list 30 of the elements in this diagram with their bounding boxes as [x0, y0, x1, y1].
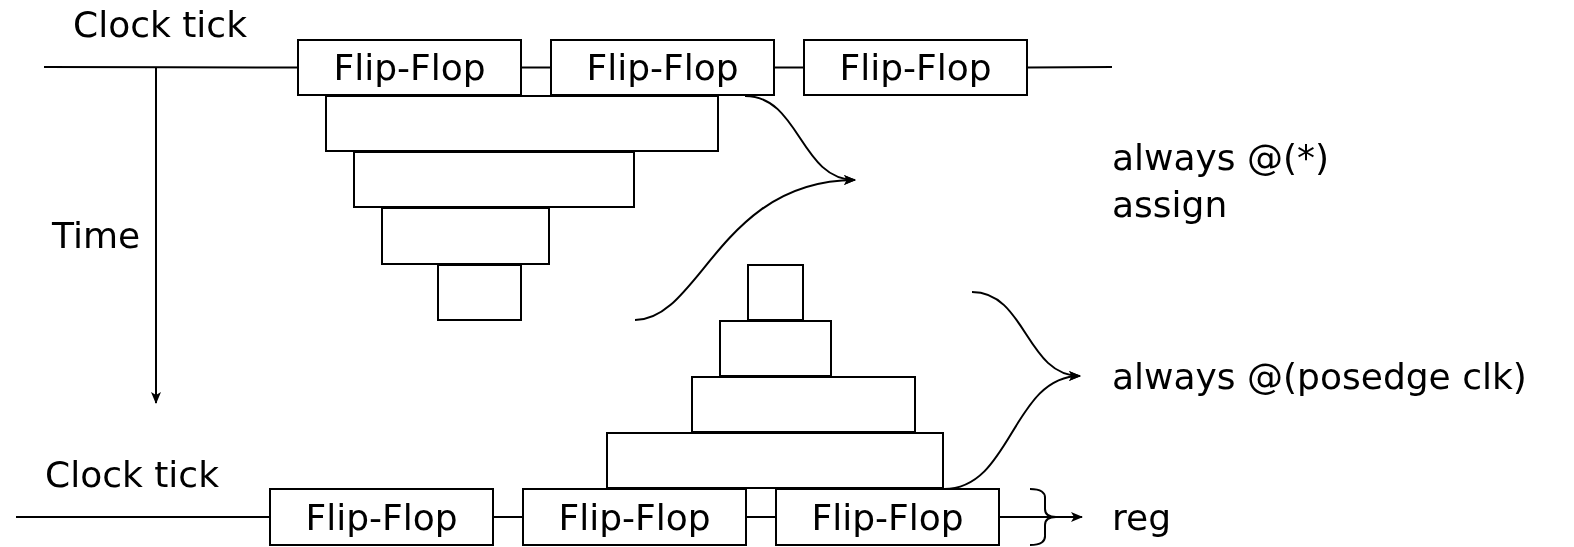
timeline-line: [746, 516, 776, 518]
code-keyword-text: reg: [1112, 495, 1171, 540]
axis-label: Clock tick: [73, 3, 247, 47]
axis-label: Time: [52, 214, 141, 258]
curved-arrow: [744, 95, 856, 184]
timeline-line: [774, 66, 804, 69]
code-keyword-text: always @(posedge clk): [1112, 354, 1527, 399]
flip-flop-box: Flip-Flop: [269, 488, 494, 546]
timeline-line: [493, 516, 523, 518]
timeline-line: [1027, 66, 1113, 69]
timeline-line: [521, 66, 551, 69]
logic-block: [747, 264, 804, 321]
axis-label: Clock tick: [45, 453, 219, 497]
logic-block: [353, 151, 635, 208]
flip-flop-box: Flip-Flop: [803, 39, 1028, 96]
code-keyword-text: always @(*): [1112, 136, 1330, 180]
logic-block: [381, 207, 550, 265]
logic-block: [719, 320, 832, 377]
flip-flop-box: Flip-Flop: [775, 488, 1000, 546]
flip-flop-box: Flip-Flop: [522, 488, 747, 546]
flip-flop-box: Flip-Flop: [550, 39, 775, 96]
curved-arrow: [999, 512, 1083, 522]
flip-flop-box: Flip-Flop: [297, 39, 522, 96]
logic-block: [437, 264, 522, 321]
timeline-line: [15, 516, 270, 518]
logic-block: [606, 432, 944, 489]
logic-block: [325, 95, 719, 152]
logic-block: [691, 376, 916, 433]
code-keyword-text: assign: [1112, 183, 1228, 227]
timeline-line: [43, 66, 298, 69]
